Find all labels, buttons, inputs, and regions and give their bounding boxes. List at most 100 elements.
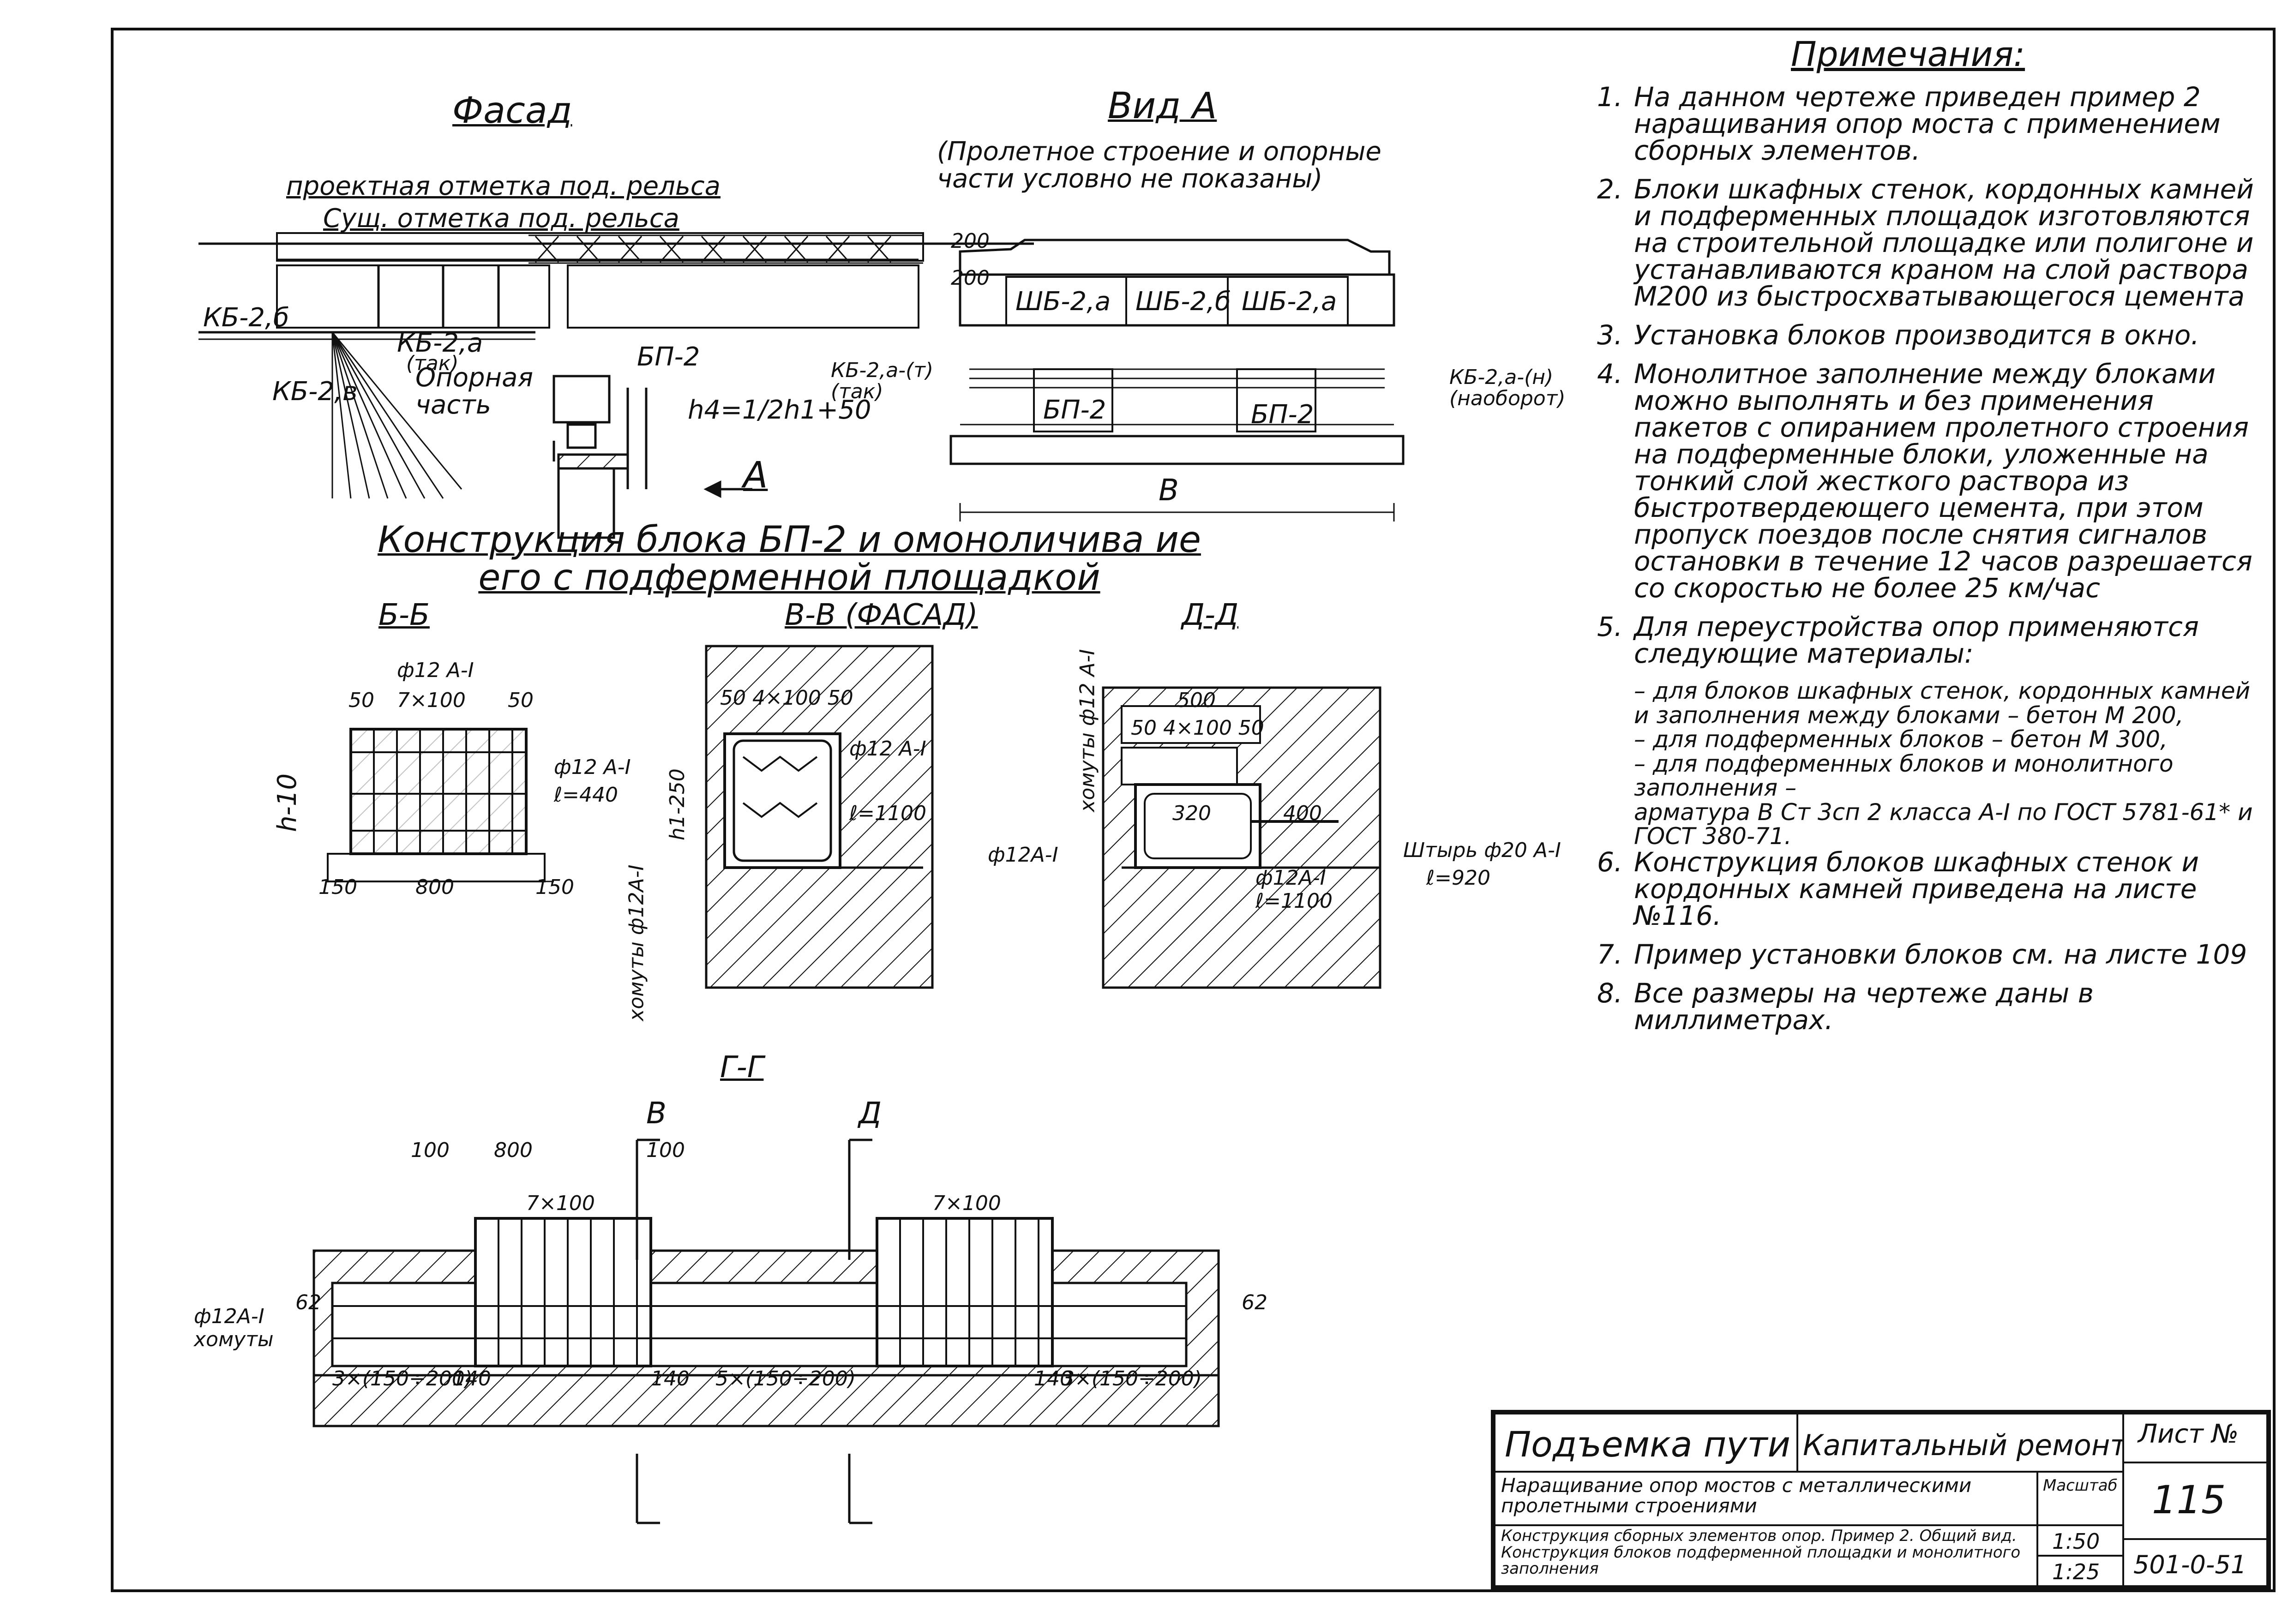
kb2a-label: КБ-2,а <box>397 328 483 358</box>
dd-homuty: хомуты ф12 А-I <box>1075 649 1099 812</box>
stamp-sheet-no: 115 <box>2122 1462 2268 1540</box>
sh2a-label-1: ШБ-2,а <box>1015 287 1111 317</box>
dim-200b: 200 <box>951 266 990 290</box>
gg-7x100b: 7×100 <box>932 1192 1001 1215</box>
view-a-title: Вид А <box>1108 85 1217 127</box>
construction-title: Конструкция блока БП-2 и омоноличива ие … <box>378 519 1201 599</box>
bb-homuty: хомуты ф12А-I <box>625 864 649 1021</box>
section-dd-drawing <box>1102 686 1381 989</box>
note-item: 2. Блоки шкафных стенок, кордонных камней… <box>1597 176 2271 310</box>
section-bb-drawing <box>327 728 554 882</box>
note-item: 7. Пример установки блоков см. на листе 1… <box>1597 941 2271 968</box>
notes-list: 1. На данном чертеже приведен пример 2 на… <box>1597 84 2271 667</box>
bb-150b: 150 <box>535 875 574 899</box>
kb2v-label: КБ-2,в <box>272 377 358 407</box>
note-text: Для переустройства опор применяются след… <box>1634 611 2199 669</box>
stamp-title-mid: Капитальный ремонт опор <box>1796 1413 2124 1473</box>
section-bb-title: Б-Б <box>378 598 430 632</box>
note-item: 1. На данном чертеже приведен пример 2 на… <box>1597 84 2271 164</box>
kb2a-t-label: КБ-2,а-(т) (так) <box>831 359 934 404</box>
gg-100b: 100 <box>646 1139 685 1162</box>
section-vv-drawing <box>705 645 934 989</box>
notes-materials: – для блоков шкафных стенок, кордонных к… <box>1597 679 2271 849</box>
sh2a-label-2: ШБ-2,а <box>1242 287 1337 317</box>
dd-rebar5: ф12А-I <box>988 843 1058 867</box>
vv-l1100: ℓ=1100 <box>849 802 927 825</box>
vv-h250: h1-250 <box>665 768 689 840</box>
note-number: 6. <box>1597 846 1623 878</box>
note-number: 7. <box>1597 938 1623 970</box>
kb2b-label: КБ-2,б <box>203 303 289 333</box>
gg-140a: 140 <box>452 1367 491 1390</box>
gg-r12: ф12А-I <box>194 1305 264 1328</box>
note-item: 3.Установка блоков производится в окно. <box>1597 322 2271 348</box>
gg-7x100a: 7×100 <box>526 1192 595 1215</box>
h4-formula: h4=1/2h1+50 <box>688 395 871 425</box>
drawing-frame <box>111 28 2276 1592</box>
bb-h10: h-10 <box>272 773 303 832</box>
bp2-label-2: БП-2 <box>1251 400 1314 430</box>
gg-100a: 100 <box>411 1139 450 1162</box>
stamp-scale-label: Масштаб <box>2036 1471 2124 1526</box>
note-text: Блоки шкафных стенок, кордонных камней и… <box>1634 174 2254 312</box>
bb-800: 800 <box>415 875 454 899</box>
exist-mark-label: Сущ. отметка под. рельса <box>323 204 679 234</box>
bb-7x100: 7×100 <box>397 689 466 712</box>
note-item: 4.Монолитное заполнение между блоками мо… <box>1597 360 2271 601</box>
gg-3x150b: 3×(150÷200) <box>1062 1367 1202 1390</box>
note-number: 1. <box>1597 81 1623 113</box>
note-text: Все размеры на чертеже даны в миллиметра… <box>1634 977 2094 1036</box>
note-text: Монолитное заполнение между блоками можн… <box>1634 358 2252 604</box>
note-text: Конструкция блоков шкафных стенок и корд… <box>1634 846 2199 931</box>
material-line: – для подферменных блоков и монолитного … <box>1634 750 2174 801</box>
stamp-scale-2: 1:25 <box>2036 1555 2124 1587</box>
section-dd-title: Д-Д <box>1182 598 1239 632</box>
bb-l440: ℓ=440 <box>554 783 619 807</box>
note-text: Установка блоков производится в окно. <box>1634 319 2199 351</box>
stamp-sheet-label: Лист № <box>2122 1413 2268 1463</box>
note-text: На данном чертеже приведен пример 2 нара… <box>1634 81 2221 166</box>
vv-4x100: 50 4×100 50 <box>720 686 853 710</box>
kb2a-n-label: КБ-2,а-(н) (наоборот) <box>1449 366 1566 411</box>
stamp-title-left: Подъемка пути <box>1494 1413 1798 1473</box>
title-block: Подъемка пути Капитальный ремонт опор Ли… <box>1491 1410 2271 1590</box>
bb-50a: 50 <box>348 689 374 712</box>
note-item: 6. Конструкция блоков шкафных стенок и ко… <box>1597 849 2271 929</box>
tak-label: (так) <box>406 352 459 375</box>
facade-drawing <box>198 232 1034 539</box>
gg-homuty: хомуты <box>194 1328 274 1351</box>
section-gg-title: Г-Г <box>720 1050 764 1085</box>
dd-500: 500 <box>1177 689 1216 712</box>
bp2-facade-label: БП-2 <box>637 342 700 372</box>
bp2-label-1: БП-2 <box>1043 395 1106 425</box>
note-item: 8. Все размеры на чертеже даны в миллимет… <box>1597 980 2271 1033</box>
dd-shtyr: Штырь ф20 А-I <box>1403 839 1561 862</box>
dd-l920: ℓ=920 <box>1426 866 1491 890</box>
gg-5x150: 5×(150÷200) <box>715 1367 856 1390</box>
gg-62a: 62 <box>295 1291 321 1314</box>
section-vv-title: В-В (ФАСАД) <box>785 598 978 632</box>
dd-400: 400 <box>1283 802 1322 825</box>
note-number: 5. <box>1597 611 1623 642</box>
gg-800: 800 <box>494 1139 533 1162</box>
material-line: – для подферменных блоков – бетон М 300, <box>1634 726 2168 753</box>
gg-3x150a: 3×(150÷200) <box>332 1367 473 1390</box>
section-gg-drawing <box>312 1139 1220 1524</box>
bb-150a: 150 <box>318 875 357 899</box>
stamp-scale-1: 1:50 <box>2036 1524 2124 1557</box>
material-line: – для блоков шкафных стенок, кордонных к… <box>1634 677 2251 729</box>
gg-140b: 140 <box>651 1367 690 1390</box>
notes-heading: Примечания: <box>1791 35 2025 74</box>
notes-list-2: 6. Конструкция блоков шкафных стенок и ко… <box>1597 849 2271 1033</box>
note-number: 2. <box>1597 174 1623 205</box>
dd-rebar2: ф12А-I <box>1255 866 1326 890</box>
view-a-drawing <box>949 239 1405 521</box>
dd-320: 320 <box>1172 802 1211 825</box>
notes-block: Примечания: 1. На данном чертеже приведен… <box>1597 35 2271 1045</box>
arrow-a-label: А <box>743 455 768 496</box>
gg-62b: 62 <box>1242 1291 1267 1314</box>
note-text: Пример установки блоков см. на листе 109 <box>1634 938 2247 970</box>
dd-4x100: 50 4×100 50 <box>1131 716 1264 740</box>
note-number: 8. <box>1597 977 1623 1009</box>
